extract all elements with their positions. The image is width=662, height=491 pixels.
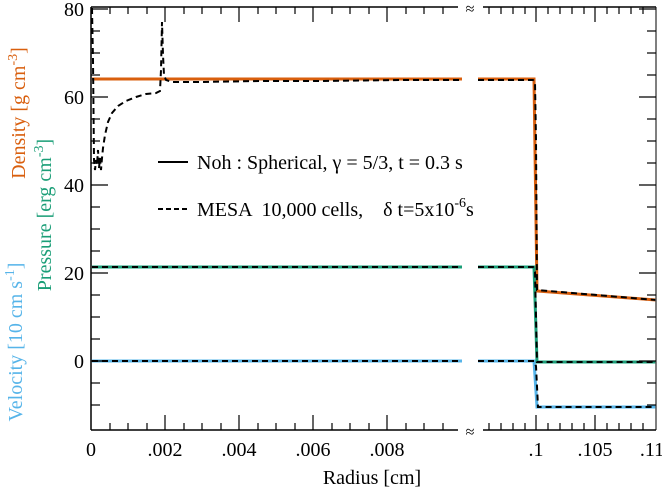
x-ticks-left-segment	[109, 7, 444, 430]
density-mesa-line-right	[478, 79, 657, 301]
axis-break-top: ≈	[466, 1, 475, 18]
y-axis-label-velocity: Velocity [10 cm s-1]	[3, 263, 27, 422]
axes	[90, 6, 657, 431]
pressure-analytic-line-right	[478, 265, 656, 364]
svg-text:.008: .008	[370, 439, 405, 461]
svg-text:.002: .002	[148, 439, 183, 461]
y-ticks-right	[639, 8, 656, 406]
svg-text:MESA 10,000 cells, δ t=5x1: MESA 10,000 cells, δ t=5x10-6s	[197, 196, 474, 221]
y-axis-label-pressure: Pressure [erg cm-3]	[32, 139, 56, 291]
y-tick-labels: 80 60 40 20 0	[64, 0, 84, 373]
svg-text:.006: .006	[296, 439, 331, 461]
svg-text:60: 60	[64, 87, 84, 109]
svg-text:.105: .105	[578, 439, 613, 461]
velocity-analytic-line-right	[478, 359, 656, 409]
svg-text:.1: .1	[529, 439, 544, 461]
svg-text:80: 80	[64, 0, 84, 21]
svg-text:.11: .11	[640, 439, 662, 461]
axis-break-bottom: ≈	[466, 424, 475, 441]
density-mesa-line	[91, 7, 462, 171]
pressure-mesa-line-right	[478, 266, 656, 363]
velocity-mesa-line-right	[478, 360, 656, 408]
legend-entry-mesa: MESA 10,000 cells, δ t=5x10-6s	[158, 196, 474, 221]
svg-text:20: 20	[64, 263, 84, 285]
svg-text:Noh : Spherical, γ = 5/3, t =: Noh : Spherical, γ = 5/3, t = 0.3 s	[197, 152, 463, 174]
y-ticks-left	[91, 8, 108, 406]
x-tick-labels: 0 .002 .004 .006 .008 .1 .105 .11	[86, 439, 662, 461]
x-axis-label: Radius [cm]	[323, 467, 421, 489]
x-ticks-right-segment	[488, 7, 644, 430]
legend-entry-analytic: Noh : Spherical, γ = 5/3, t = 0.3 s	[158, 152, 463, 174]
svg-text:.004: .004	[222, 439, 257, 461]
y-axis-label-density: Density [g cm-3]	[6, 47, 30, 179]
svg-text:0: 0	[86, 439, 96, 461]
legend: Noh : Spherical, γ = 5/3, t = 0.3 s MESA…	[158, 152, 474, 221]
svg-text:40: 40	[64, 175, 84, 197]
svg-text:0: 0	[74, 351, 84, 373]
